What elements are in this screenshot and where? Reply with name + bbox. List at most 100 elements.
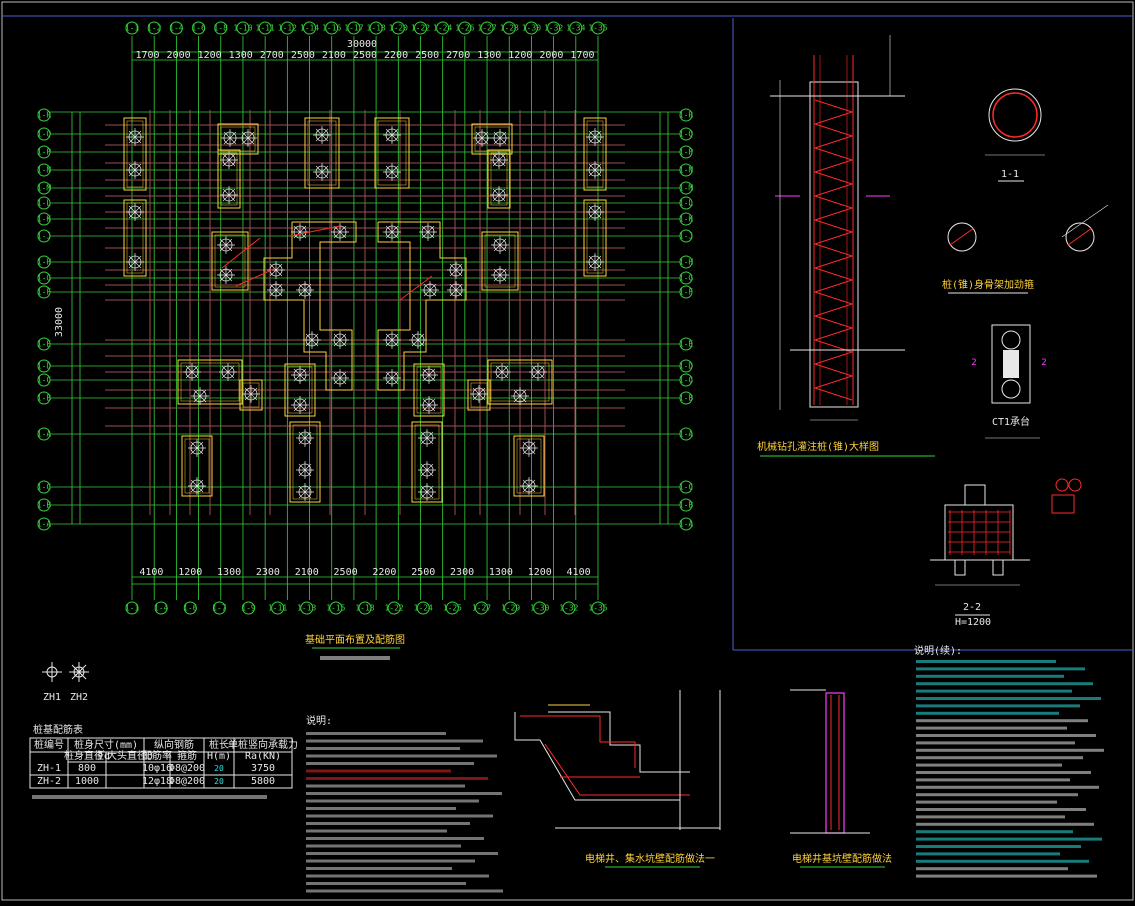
axis-right-bubble xyxy=(679,196,693,210)
axis-bottom-bubble xyxy=(329,601,343,615)
note-line xyxy=(916,719,1088,723)
pile-table-header-size: 桩身尺寸(mm) xyxy=(74,738,138,751)
pile-table-row2-stirrup: Φ8@200 xyxy=(169,776,205,787)
central-cap-right xyxy=(377,221,467,391)
axis-bottom-label: 1-15 xyxy=(326,604,345,613)
note-line xyxy=(916,741,1075,745)
axis-top-label: 1-14 xyxy=(300,24,319,33)
pile-table-row1-H: 20 xyxy=(214,764,224,773)
axis-right-bubble xyxy=(679,255,693,269)
legend-zh1-label: ZH1 xyxy=(43,692,61,703)
bottom-dimension: 2500 xyxy=(334,567,358,578)
axis-right-label: 1-G xyxy=(679,274,694,283)
note-line xyxy=(916,771,1091,774)
pile-cap xyxy=(177,359,243,405)
pile-cross xyxy=(293,398,307,412)
axis-right-label: 1-J xyxy=(679,232,693,241)
axis-left-label: 1-J xyxy=(37,232,51,241)
top-dimension: 1300 xyxy=(477,50,501,61)
axis-right-lower-label: 1-C xyxy=(679,483,694,492)
axis-top-label: 1-2 xyxy=(147,24,162,33)
pile-cross xyxy=(219,268,233,282)
pile-cross xyxy=(298,485,312,499)
pile-cross xyxy=(420,485,434,499)
bottom-dimension: 1200 xyxy=(178,567,202,578)
pile-cross xyxy=(333,371,347,385)
pile-table-row1-ratio: 10φ16 xyxy=(142,763,172,774)
axis-left-label: 1-N xyxy=(37,166,52,175)
axis-left-label: 1-Q xyxy=(37,130,52,139)
note-line xyxy=(306,829,447,833)
pile-cross xyxy=(588,130,602,144)
pile-cap xyxy=(583,199,607,277)
pile-cross xyxy=(305,333,319,347)
axis-right-bubble xyxy=(679,427,693,441)
pile-cross xyxy=(128,163,142,177)
pile-cross xyxy=(423,283,437,297)
axis-left-label: 1-C xyxy=(37,376,52,385)
pile-cap xyxy=(123,117,147,191)
axis-top-bubble xyxy=(591,21,605,35)
axis-top-label: 1-10 xyxy=(233,24,252,33)
pile-cross xyxy=(269,283,283,297)
pile-table-row2-Ra: 5800 xyxy=(251,776,275,787)
right-notes: 说明(续): xyxy=(914,644,1104,878)
note-line xyxy=(916,689,1072,693)
axis-bottom-bubble xyxy=(387,601,401,615)
pile-cross xyxy=(422,368,436,382)
axis-top-bubble xyxy=(369,21,383,35)
pile-cap-inner xyxy=(307,120,337,186)
pile-cap xyxy=(123,199,147,277)
axis-left-bubble xyxy=(37,255,51,269)
note-line xyxy=(916,682,1093,686)
pile-cross xyxy=(190,479,204,493)
axis-top-bubble xyxy=(547,21,561,35)
axis-top-label: 1-12 xyxy=(278,24,297,33)
axis-left-lower-label: 1-B xyxy=(37,501,52,510)
section-2-2-sub: H=1200 xyxy=(955,617,991,628)
axis-right-label: 1-F xyxy=(679,288,694,297)
plan-subtitle-text xyxy=(320,656,390,660)
top-dimension: 2100 xyxy=(322,50,346,61)
pile-cap xyxy=(413,363,445,417)
axis-top-label: 1-28 xyxy=(500,24,519,33)
top-dimension: 2000 xyxy=(167,50,191,61)
axis-top-bubble xyxy=(391,21,405,35)
pile-cross xyxy=(269,263,283,277)
axis-left-label: 1-G xyxy=(37,274,52,283)
axis-bottom-bubble xyxy=(300,601,314,615)
pile-cross xyxy=(420,463,434,477)
bottom-dimension: 2500 xyxy=(411,567,435,578)
note-line xyxy=(916,660,1056,663)
axis-right-bubble xyxy=(679,271,693,285)
pile-cross xyxy=(475,131,489,145)
axis-top-bubble xyxy=(569,21,583,35)
note-line xyxy=(306,762,474,765)
stiffener-ring-title: 桩(锥)身骨架加劲箍 xyxy=(942,278,1034,291)
pile-cross xyxy=(421,225,435,239)
bottom-dimension: 1200 xyxy=(528,567,552,578)
axis-left-bubble xyxy=(37,163,51,177)
axis-bottom-label: 1-18 xyxy=(355,604,374,613)
section-1-1: 1-1 xyxy=(985,88,1045,182)
axis-right-label: 1-N xyxy=(679,166,694,175)
section-2-2: 2-2 H=1200 xyxy=(930,478,1082,628)
pile-cross xyxy=(298,283,312,297)
pile-table-header-rebar: 纵向钢筋 xyxy=(154,738,194,751)
top-dimension: 1200 xyxy=(198,50,222,61)
pile-cross xyxy=(128,130,142,144)
pile-cross xyxy=(315,128,329,142)
pile-cap-inner xyxy=(220,126,256,152)
pile-table-row2-ratio: 12φ18 xyxy=(142,776,172,787)
pile-table-header-length: 桩长 xyxy=(209,738,229,751)
axis-bottom-bubble xyxy=(212,601,226,615)
axis-right-label: 1-L xyxy=(679,199,694,208)
axis-left-bubble xyxy=(37,108,51,122)
note-line xyxy=(306,807,456,810)
axis-bottom-label: 1-9 xyxy=(241,604,256,613)
axis-left-label: 1-K xyxy=(37,215,52,224)
axis-right-bubble xyxy=(679,163,693,177)
pile-cross xyxy=(449,263,463,277)
